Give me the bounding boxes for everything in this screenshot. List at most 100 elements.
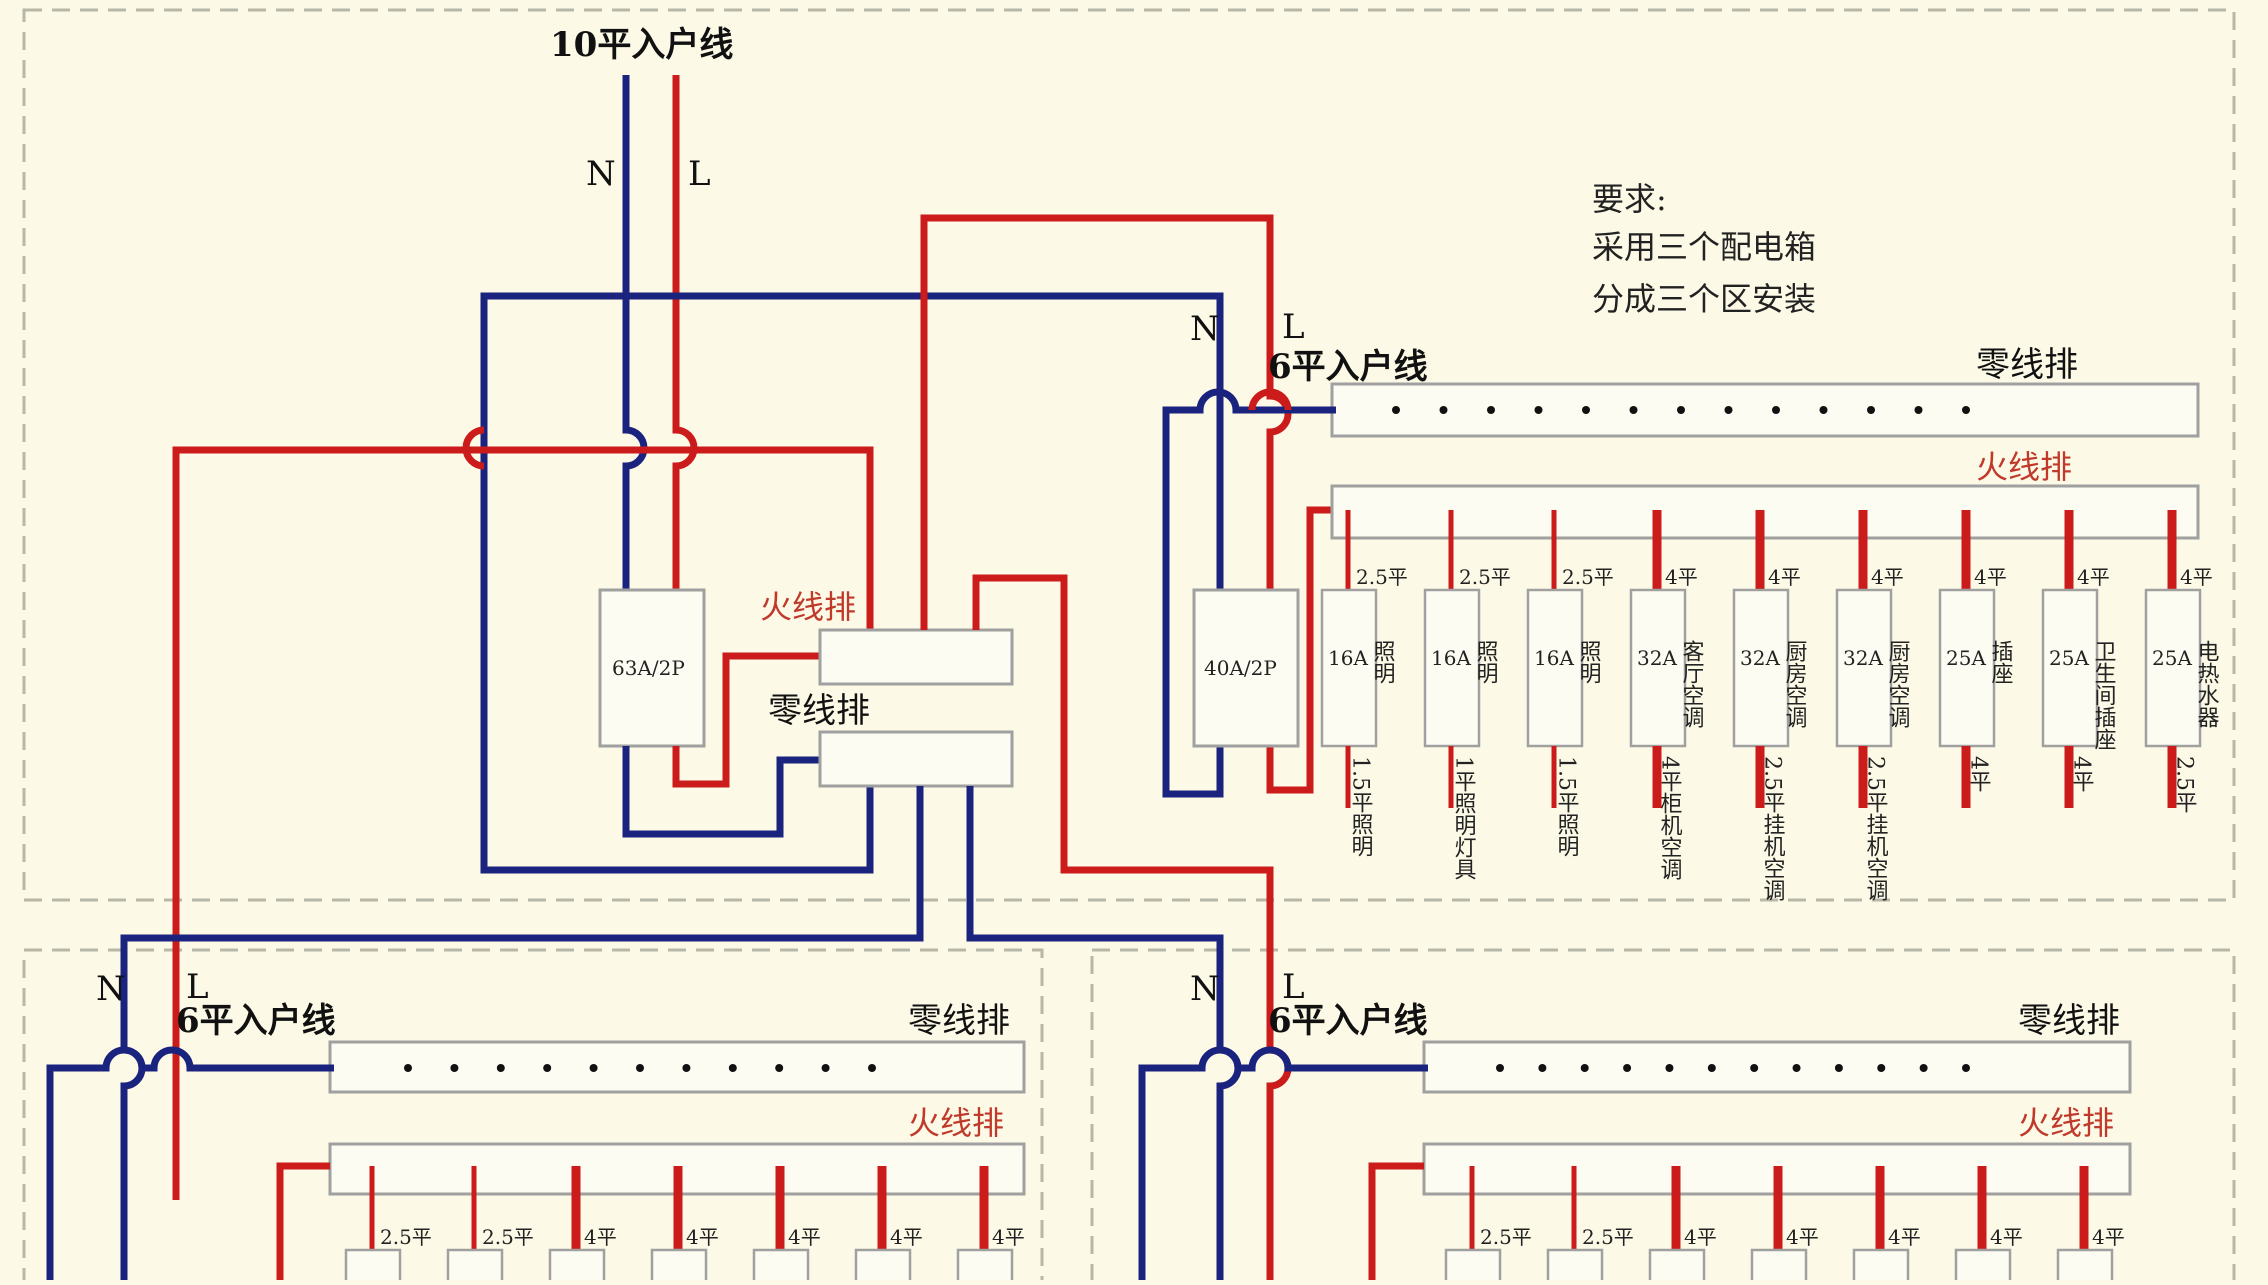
box-a-live-hump	[1248, 388, 1292, 411]
circuit-wire-size: 4平	[686, 1225, 719, 1249]
busbar-terminal	[1677, 406, 1685, 414]
circuit-wire-size: 2.5平	[1562, 565, 1614, 589]
circuit-breaker	[2144, 588, 2202, 748]
circuit-breaker	[548, 1248, 606, 1285]
busbar-terminal	[1724, 406, 1733, 414]
box-c-neutral-busbar-label: 零线排	[2018, 1001, 2120, 1041]
circuit-breaker	[956, 1248, 1014, 1285]
box-a-live-label: L	[1282, 307, 1305, 347]
circuit-breaker	[1750, 1248, 1808, 1285]
circuit-name: 厨房空调	[1885, 640, 1911, 728]
circuit-load: 2.5平挂机空调	[1760, 756, 1786, 901]
main-crossing-humps	[462, 426, 485, 470]
circuit-name: 照明	[1370, 640, 1396, 684]
circuit-wire-size: 4平	[890, 1225, 923, 1249]
circuit-wire-size: 2.5平	[380, 1225, 432, 1249]
circuit-breaker	[854, 1248, 912, 1285]
busbar-terminal	[1750, 1064, 1759, 1072]
circuit-wire-size: 4平	[1768, 565, 1801, 589]
busbar-terminal	[1834, 1064, 1843, 1072]
circuit-rating: 32A	[1843, 646, 1883, 670]
box-a-live-busbar	[1330, 484, 2200, 540]
circuit-load: 1.5平照明	[1348, 756, 1374, 857]
busbar-terminal	[1919, 1064, 1928, 1072]
box-b-neutral-to-bus	[46, 1046, 334, 1280]
box-b-neutral-label: N	[96, 969, 126, 1009]
to-box-a-live	[920, 214, 1336, 794]
circuit-wire-size: 4平	[1786, 1225, 1819, 1249]
circuit-breaker	[2041, 588, 2099, 748]
busbar-terminal	[1582, 406, 1590, 414]
circuit-wire-size: 2.5平	[1582, 1225, 1634, 1249]
circuit-rating: 16A	[1431, 646, 1471, 670]
busbar-terminal	[1580, 1064, 1589, 1072]
circuit-load: 4平	[2069, 756, 2094, 792]
box-c-neutral-label: N	[1190, 969, 1220, 1009]
circuit-name: 照明	[1473, 640, 1499, 684]
box-a-neutral-label: N	[1190, 309, 1220, 349]
busbar-terminal	[636, 1064, 644, 1072]
main-feed-label: 10平入户线	[550, 25, 733, 65]
main-live-busbar-label: 火线排	[760, 588, 856, 626]
circuit-wire-size: 4平	[1871, 565, 1904, 589]
circuit-load: 1平照明灯具	[1451, 756, 1477, 880]
circuit-name: 卫生间插座	[2091, 640, 2117, 750]
box-b-incoming-wires	[46, 1046, 334, 1280]
circuit-breaker	[1423, 588, 1481, 748]
busbar-terminal	[1819, 406, 1828, 414]
box-a-incoming-wires	[1162, 388, 1336, 798]
requirements-heading: 要求:	[1592, 180, 1667, 218]
to-box-c-neutral	[966, 786, 1242, 1280]
circuit-rating: 25A	[2152, 646, 2192, 670]
circuit-breaker	[1320, 588, 1378, 748]
box-c-live-busbar-label: 火线排	[2018, 1104, 2114, 1142]
main-breaker-label: 63A/2P	[612, 656, 685, 680]
box-a-neutral-busbar	[1330, 382, 2200, 438]
circuit-rating: 16A	[1328, 646, 1368, 670]
circuit-wire-size: 4平	[788, 1225, 821, 1249]
circuit-breaker	[1732, 588, 1790, 748]
box-b-neutral-busbar-label: 零线排	[908, 1001, 1010, 1041]
circuit-wire-size: 4平	[584, 1225, 617, 1249]
circuit-wire-size: 4平	[2180, 565, 2213, 589]
main-live-busbar	[818, 628, 1014, 686]
busbar-terminal	[1792, 1064, 1801, 1072]
main-breaker-box	[598, 588, 706, 748]
circuit-load: 2.5平	[2172, 756, 2197, 813]
busbar-terminal	[728, 1064, 737, 1072]
circuit-breaker	[1954, 1248, 2012, 1285]
circuit-rating: 16A	[1534, 646, 1574, 670]
busbar-terminal	[1534, 406, 1543, 414]
circuit-breaker	[1835, 588, 1893, 748]
circuit-name: 照明	[1576, 640, 1602, 684]
busbar-terminal	[1707, 1064, 1716, 1072]
region-box-b	[22, 948, 1044, 1285]
box-a-neutral-busbar-dots	[1392, 406, 1970, 414]
busbar-terminal	[1867, 406, 1875, 414]
busbar-terminal	[1623, 1064, 1632, 1072]
circuit-wire-size: 4平	[1990, 1225, 2023, 1249]
busbar-terminal	[1962, 1064, 1970, 1072]
main-live-wire	[672, 75, 698, 590]
box-c-feed-label: 6平入户线	[1268, 1001, 1428, 1041]
busbar-terminal	[1877, 1064, 1886, 1072]
requirements-line-1: 采用三个配电箱	[1592, 228, 1816, 266]
circuit-rating: 25A	[1946, 646, 1986, 670]
box-c-live-label: L	[1282, 967, 1305, 1007]
circuit-wire-size: 4平	[992, 1225, 1025, 1249]
busbar-terminal	[1392, 406, 1400, 414]
busbar-terminal	[1772, 406, 1780, 414]
circuit-wire-size: 2.5平	[482, 1225, 534, 1249]
busbar-terminal	[868, 1064, 876, 1072]
box-b-neutral-busbar-dots	[404, 1064, 876, 1072]
circuit-load: 4平	[1966, 756, 1991, 792]
circuit-name: 厨房空调	[1782, 640, 1808, 728]
circuit-breaker	[1526, 588, 1584, 748]
circuit-breaker	[1546, 1248, 1604, 1285]
